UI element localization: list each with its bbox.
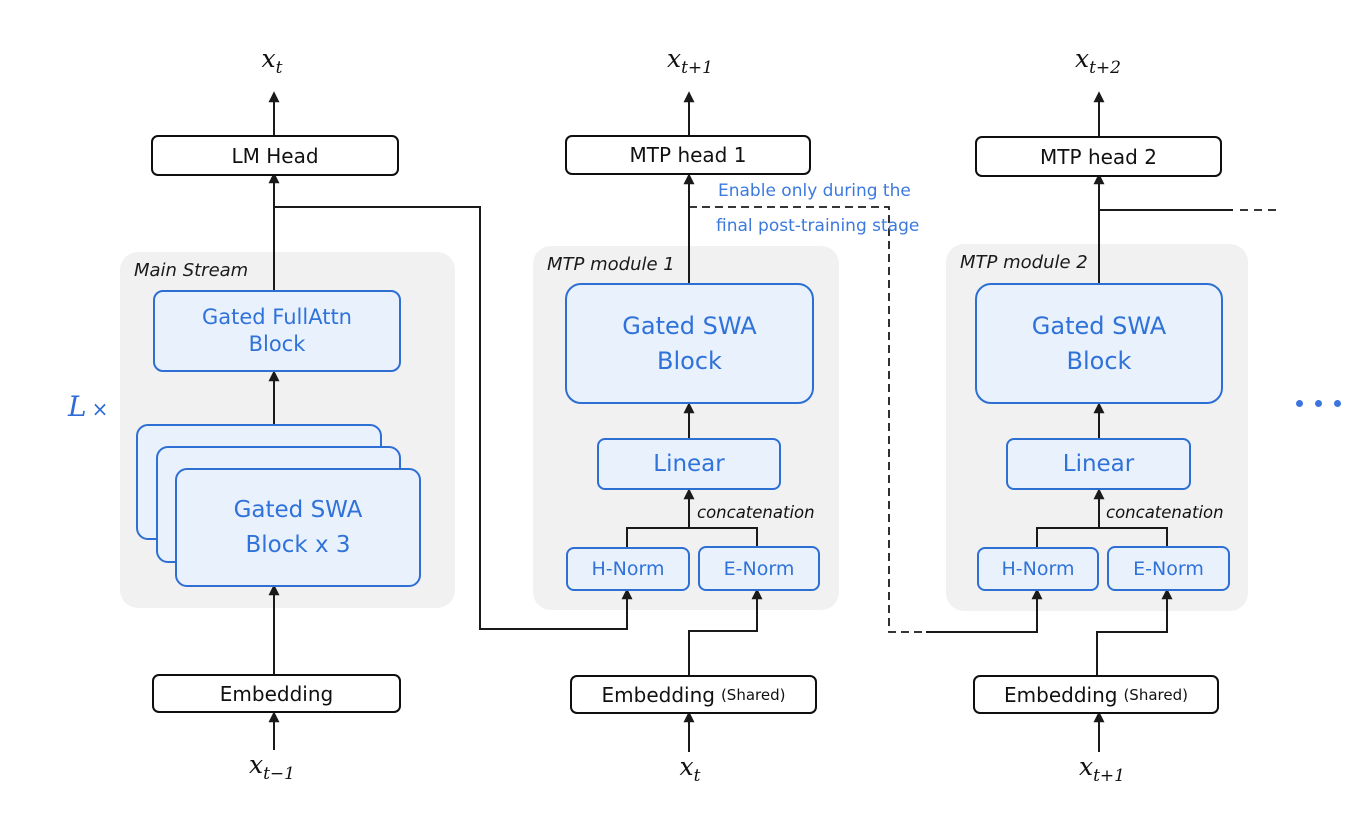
math-base: x [679, 752, 694, 781]
concat-bracket-2 [1036, 527, 1168, 547]
embedding-name: Embedding [1004, 682, 1118, 707]
embedding-qualifier: (Shared) [720, 685, 786, 704]
concat-bracket-1 [626, 527, 758, 547]
math-sub: t−1 [263, 764, 296, 784]
dot [1334, 400, 1341, 407]
output-label-xt: xt [261, 44, 283, 77]
mtp2-connectors [1036, 91, 1278, 752]
block-text-line1: Gated SWA [233, 497, 363, 523]
mtp-head-2-box: MTP head 2 [975, 136, 1222, 177]
mtp1-e-norm-block: E-Norm [698, 546, 820, 591]
enable-note-line1: Enable only during the [718, 181, 911, 201]
repeat-factor: L [68, 390, 87, 423]
dot [1315, 400, 1322, 407]
block-text-line2: Block [248, 332, 306, 356]
gated-swa-stack-card-front: Gated SWA Block x 3 [175, 468, 421, 587]
input-label-xt1: xt+1 [1078, 752, 1125, 785]
mtp2-concatenation-label: concatenation [1106, 503, 1224, 522]
layer-repeat-label: L× [68, 390, 108, 423]
math-sub: t+2 [1089, 58, 1122, 78]
embedding-box-left: Embedding [152, 674, 401, 713]
math-sub: t+1 [1093, 766, 1126, 786]
math-base: x [666, 44, 682, 73]
mtp-module-2-panel-label: MTP module 2 [960, 252, 1088, 273]
math-sub: t [693, 766, 701, 786]
math-base: x [1074, 44, 1090, 73]
route-mainstream-to-hnorm1 [274, 206, 633, 630]
repeat-times: × [91, 397, 109, 421]
mtp1-h-norm-block: H-Norm [566, 547, 690, 591]
embedding-name: Embedding [601, 682, 715, 707]
math-base: x [1078, 752, 1094, 781]
mtp2-gated-swa-block: Gated SWA Block [975, 283, 1223, 404]
input-label-xt: xt [679, 752, 701, 785]
block-text-line2: Block [1066, 346, 1132, 375]
output-label-xt2: xt+2 [1074, 44, 1121, 77]
mtp1-linear-block: Linear [597, 438, 781, 490]
embedding-box-mid: Embedding (Shared) [570, 675, 817, 714]
output-label-xt1: xt+1 [666, 44, 713, 77]
embedding-qualifier: (Shared) [1123, 685, 1188, 704]
block-text-line1: Gated SWA [622, 311, 757, 340]
route-embedding1-to-enorm1 [688, 588, 763, 675]
mtp-head-1-box: MTP head 1 [565, 135, 811, 175]
route-embedding2-to-enorm2 [1096, 588, 1173, 675]
math-base: x [248, 750, 264, 779]
mtp-module-1-panel-label: MTP module 1 [547, 254, 675, 275]
block-text-line2: Block [657, 346, 722, 375]
dashed-route-mtphead1-branch [689, 206, 926, 633]
main-stream-connectors [268, 91, 633, 750]
math-base: x [261, 44, 276, 73]
mtp1-concatenation-label: concatenation [697, 503, 815, 522]
mtp2-e-norm-block: E-Norm [1107, 546, 1230, 591]
block-text-line1: Gated FullAttn [202, 304, 352, 329]
mtp2-linear-block: Linear [1006, 438, 1191, 490]
gated-fullattn-block: Gated FullAttn Block [153, 290, 401, 372]
math-sub: t [275, 58, 283, 78]
continuation-dots-icon [1296, 400, 1341, 407]
lm-head-box: LM Head [151, 135, 399, 176]
mtp1-connectors [626, 91, 1043, 752]
block-text-line2: Block x 3 [245, 531, 351, 558]
math-sub: t+1 [681, 58, 714, 78]
enable-note-line2: final post-training stage [716, 216, 920, 236]
input-label-xtm1: xt−1 [248, 750, 295, 783]
mtp1-gated-swa-block: Gated SWA Block [565, 283, 814, 404]
block-text-line1: Gated SWA [1031, 311, 1167, 340]
main-stream-panel-label: Main Stream [134, 260, 249, 281]
route-to-hnorm2 [926, 588, 1043, 633]
embedding-box-right: Embedding (Shared) [973, 675, 1219, 714]
dot [1296, 400, 1303, 407]
mtp2-h-norm-block: H-Norm [977, 547, 1099, 591]
